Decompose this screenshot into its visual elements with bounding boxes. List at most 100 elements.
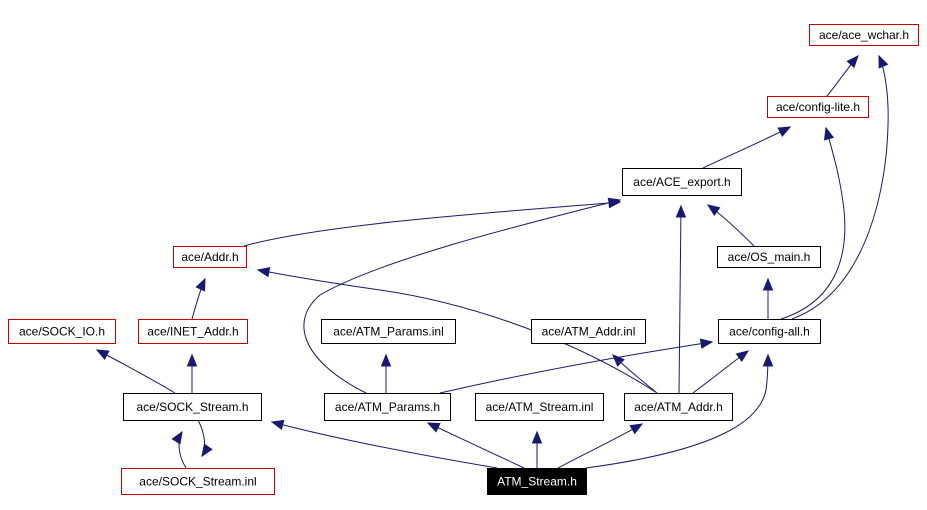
arrowhead-icon — [95, 349, 110, 360]
node-box — [487, 468, 587, 495]
edge-line — [427, 422, 525, 469]
node-label: ace/INET_Addr.h — [147, 325, 238, 339]
arrowhead-icon — [629, 423, 644, 435]
edge-sock-stream-to-sock-stream-inl — [197, 419, 213, 458]
node-config-all[interactable]: ace/config-all.h — [718, 319, 821, 344]
node-inet-addr[interactable]: ace/INET_Addr.h — [138, 319, 248, 344]
arrowhead-icon — [270, 419, 285, 431]
edge-sock-stream-inl-to-sock-stream — [171, 430, 187, 469]
arrowhead-icon — [675, 204, 687, 218]
edge-atm-stream-to-sock-stream — [270, 419, 498, 469]
arrowhead-icon — [699, 338, 714, 349]
edge-line — [303, 199, 621, 394]
node-atm-addr[interactable]: ace/ATM_Addr.h — [624, 393, 733, 421]
arrowhead-icon — [706, 204, 721, 216]
node-ace-export[interactable]: ace/ACE_export.h — [622, 168, 742, 196]
edge-config-all-to-ace-wchar — [791, 54, 889, 320]
edge-atm-params-to-ace-export — [303, 197, 622, 394]
edge-atm-addr-to-config-all — [692, 350, 750, 394]
node-label: ATM_Stream.h — [497, 475, 577, 489]
node-box — [717, 246, 821, 268]
node-label: ace/config-lite.h — [776, 100, 860, 114]
node-label: ace/OS_main.h — [728, 250, 811, 264]
node-box — [531, 319, 646, 344]
arrowhead-icon — [878, 54, 889, 69]
node-atm-addr-inl[interactable]: ace/ATM_Addr.inl — [531, 319, 646, 344]
arrowhead-icon — [201, 443, 213, 458]
edge-config-all-to-config-lite — [780, 126, 846, 320]
node-box — [8, 319, 116, 344]
node-ace-wchar[interactable]: ace/ace_wchar.h — [809, 24, 919, 46]
edge-line — [702, 126, 791, 169]
node-os-main[interactable]: ace/OS_main.h — [717, 246, 821, 268]
arrowhead-icon — [762, 353, 774, 367]
node-atm-stream[interactable]: ATM_Stream.h — [487, 468, 587, 495]
node-box — [321, 319, 456, 344]
arrowhead-icon — [426, 422, 441, 433]
node-label: ace/SOCK_Stream.inl — [139, 475, 256, 489]
node-box — [475, 393, 604, 421]
arrowhead-icon — [186, 353, 198, 367]
node-box — [718, 319, 821, 344]
edge-atm-stream-to-atm-stream-inl — [531, 430, 543, 468]
edge-line — [678, 205, 682, 394]
arrowhead-icon — [823, 126, 835, 141]
node-label: ace/ATM_Params.h — [335, 400, 440, 414]
arrowhead-icon — [256, 266, 271, 278]
node-label: ace/ATM_Addr.inl — [542, 325, 636, 339]
edge-atm-stream-to-atm-addr — [557, 423, 644, 469]
edge-atm-params-to-atm-params-inl — [380, 353, 392, 393]
node-config-lite[interactable]: ace/config-lite.h — [767, 96, 869, 118]
arrowhead-icon — [777, 126, 792, 137]
edge-atm-stream-to-atm-params — [426, 422, 525, 469]
node-box — [173, 246, 247, 268]
node-label: ace/ace_wchar.h — [819, 28, 909, 42]
node-label: ace/Addr.h — [181, 250, 238, 264]
node-box — [624, 393, 733, 421]
edge-atm-addr-to-atm-addr-inl — [612, 354, 658, 394]
edge-line — [791, 55, 889, 320]
node-sock-stream-inl[interactable]: ace/SOCK_Stream.inl — [121, 468, 275, 495]
node-box — [809, 24, 919, 46]
arrowhead-icon — [735, 350, 750, 363]
node-label: ace/ATM_Addr.h — [634, 400, 723, 414]
node-box — [324, 393, 451, 421]
edges-layer — [95, 54, 889, 469]
node-box — [767, 96, 869, 118]
edge-line — [243, 201, 621, 247]
node-atm-params[interactable]: ace/ATM_Params.h — [324, 393, 451, 421]
edge-inet-addr-to-addr — [191, 277, 206, 320]
node-sock-io[interactable]: ace/SOCK_IO.h — [8, 319, 116, 344]
arrowhead-icon — [762, 277, 774, 291]
edge-atm-addr-to-addr — [256, 266, 658, 394]
edge-os-main-to-ace-export — [706, 204, 755, 247]
node-box — [121, 468, 275, 495]
node-atm-params-inl[interactable]: ace/ATM_Params.inl — [321, 319, 456, 344]
edge-line — [257, 269, 658, 394]
arrowhead-icon — [380, 353, 392, 367]
edge-addr-to-ace-export — [243, 197, 622, 247]
edge-line — [585, 354, 769, 469]
edge-ace-export-to-config-lite — [702, 126, 792, 169]
node-label: ace/ATM_Params.inl — [333, 325, 443, 339]
node-box — [138, 319, 248, 344]
node-box — [123, 393, 262, 421]
arrowhead-icon — [171, 430, 183, 445]
node-label: ace/ATM_Stream.inl — [486, 400, 594, 414]
node-sock-stream[interactable]: ace/SOCK_Stream.h — [123, 393, 262, 421]
edge-sock-stream-to-sock-io — [95, 349, 176, 394]
node-label: ace/SOCK_IO.h — [19, 325, 105, 339]
edge-atm-stream-to-config-all — [585, 353, 774, 469]
arrowhead-icon — [607, 197, 622, 208]
edge-line — [96, 349, 176, 394]
arrowhead-icon — [846, 55, 859, 69]
edge-atm-addr-to-ace-export — [675, 204, 687, 394]
node-atm-stream-inl[interactable]: ace/ATM_Stream.inl — [475, 393, 604, 421]
node-addr[interactable]: ace/Addr.h — [173, 246, 247, 268]
edge-config-all-to-os-main — [762, 277, 774, 319]
node-box — [622, 168, 742, 196]
edge-atm-params-to-config-all — [439, 338, 714, 394]
node-label: ace/ACE_export.h — [633, 175, 730, 189]
